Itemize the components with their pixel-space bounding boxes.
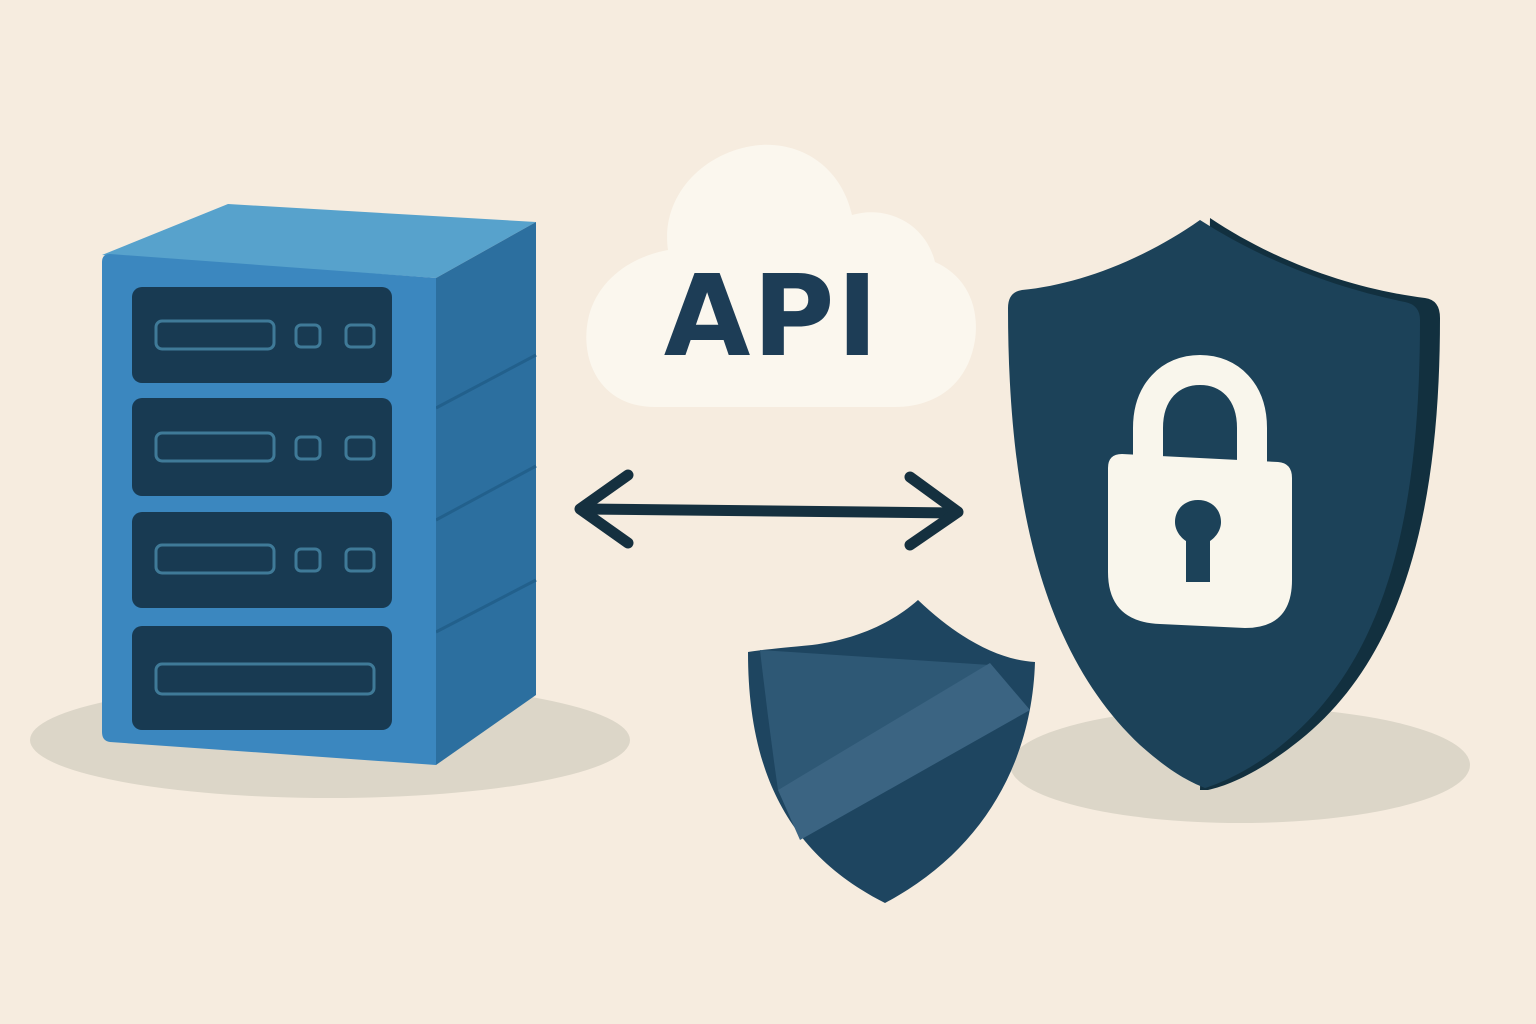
padlock-icon — [1108, 354, 1292, 628]
api-label: API — [664, 252, 880, 382]
shield-small-highlight — [760, 650, 990, 790]
drive-bay — [132, 398, 392, 496]
bidirectional-arrow-icon — [574, 469, 964, 551]
padlock-keyhole — [1175, 500, 1221, 582]
drive-bay — [132, 287, 392, 383]
server-top-face — [102, 204, 536, 278]
cloud-shape — [586, 144, 976, 407]
shield-icon — [748, 600, 1035, 903]
drive-bay — [132, 626, 392, 730]
drive-bay — [132, 512, 392, 608]
cloud-icon: API — [586, 144, 976, 407]
server-rack-icon — [102, 204, 537, 765]
shield-small-stripe — [778, 663, 1030, 840]
server-side-seam — [435, 353, 537, 634]
shield-icon — [1008, 218, 1440, 790]
padlock-shackle — [1133, 354, 1267, 477]
